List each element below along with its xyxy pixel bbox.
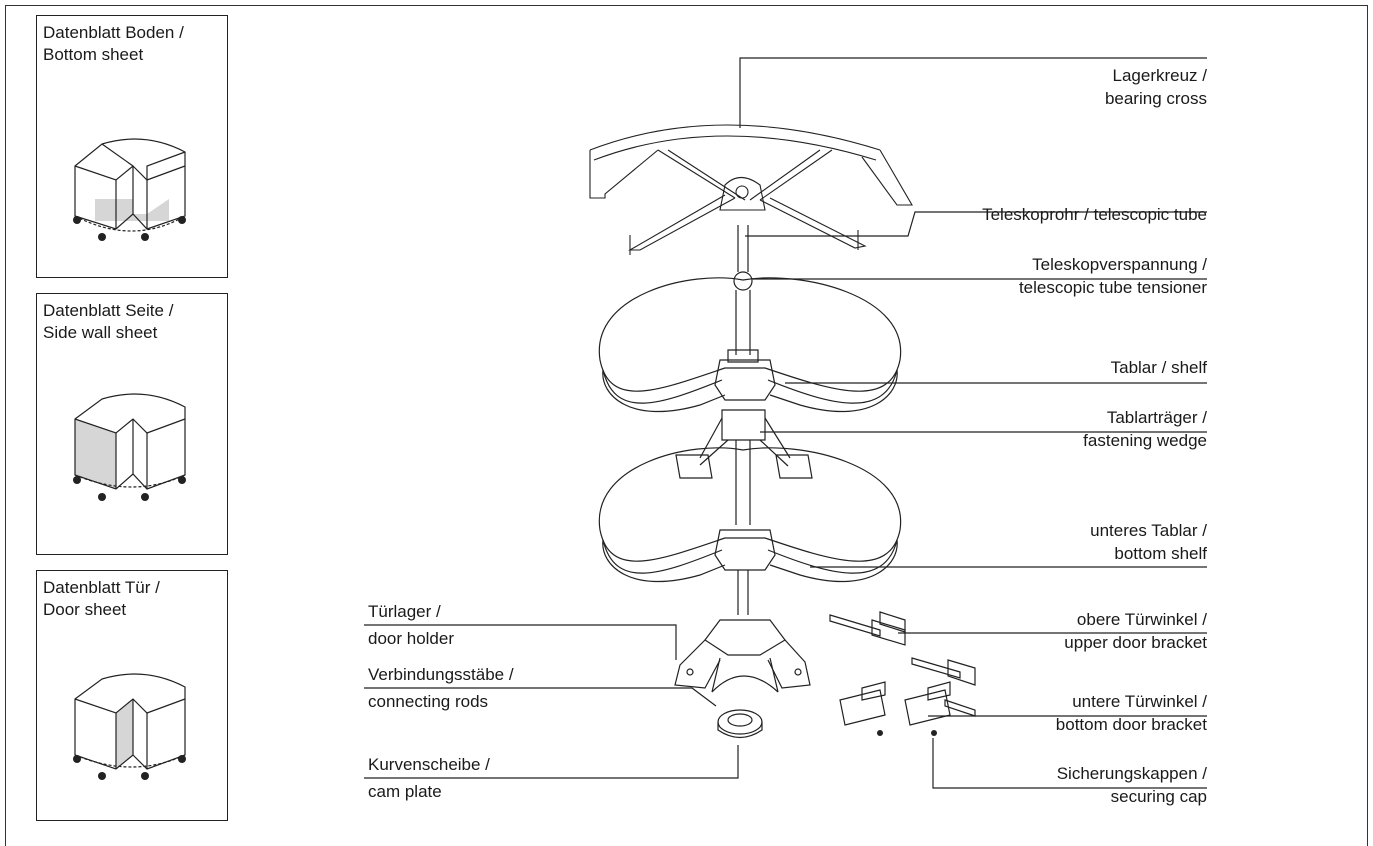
leader-line-telescopic-tube [745,211,1207,237]
label-line1: unteres Tablar / [1090,521,1207,540]
label-line2: upper door bracket [1064,633,1207,652]
label-telescopic-tube: Teleskoprohr / telescopic tube [982,203,1207,226]
label-fastening-wedge: Tablarträger / fastening wedge [1083,406,1207,452]
sheet-title: Datenblatt Seite / Side wall sheet [43,300,173,344]
label-line2: telescopic tube tensioner [1018,278,1207,297]
sheet-title-line2: Bottom sheet [43,45,144,64]
label-line2: connecting rods [368,692,489,711]
sheet-card-door[interactable]: Datenblatt Tür / Door sheet [36,570,228,821]
label-line1: Türlager / [368,602,441,621]
sheet-title-line1: Datenblatt Boden / [43,23,184,42]
sheet-card-side[interactable]: Datenblatt Seite / Side wall sheet [36,293,228,555]
sheet-title-line2: Door sheet [43,600,127,619]
label-line1: Tablar / shelf [1110,358,1207,377]
sheet-title-line1: Datenblatt Tür / [43,578,160,597]
label-line1: Teleskopverspannung / [1032,255,1207,274]
upper-door-bracket-part [829,611,976,686]
label-tensioner: Teleskopverspannung / telescopic tube te… [1019,253,1207,299]
bearing-cross-part [589,124,913,255]
label-cam-plate: Kurvenscheibe / cam plate [368,753,490,803]
label-line2: bearing cross [1104,89,1207,108]
label-line1: Teleskoprohr / telescopic tube [982,205,1207,224]
leader-line-securing-cap [932,738,1207,789]
label-line1: obere Türwinkel / [1076,610,1207,629]
label-connecting-rods: Verbindungsstäbe / connecting rods [368,663,514,713]
label-line2: door holder [368,629,455,648]
label-bottom-shelf: unteres Tablar / bottom shelf [1090,519,1207,565]
page-frame [5,5,1368,846]
label-line1: Lagerkreuz / [1112,66,1208,85]
bottom-door-bracket-part [839,681,976,726]
label-line2: cam plate [368,782,442,801]
cabinet-door-icon [73,673,186,780]
sheet-card-bottom[interactable]: Datenblatt Boden / Bottom sheet [36,15,228,278]
label-bearing-cross: Lagerkreuz / bearing cross [1105,64,1207,110]
label-securing-cap: Sicherungskappen / securing cap [1057,762,1207,808]
label-line2: fastening wedge [1083,431,1207,450]
fastening-wedge-part [675,409,813,525]
sheet-title: Datenblatt Tür / Door sheet [43,577,160,621]
leader-line-cam-plate [364,745,739,779]
label-line2: bottom shelf [1114,544,1207,563]
leader-line-bearing-cross [739,57,1207,128]
label-upper-door-bracket: obere Türwinkel / upper door bracket [1064,608,1207,654]
sheet-title: Datenblatt Boden / Bottom sheet [43,22,184,66]
label-line1: Verbindungsstäbe / [368,665,514,684]
label-line1: untere Türwinkel / [1072,692,1207,711]
cabinet-bottom-icon [73,138,186,241]
label-line1: Tablarträger / [1106,408,1207,427]
cam-plate-part [717,709,763,739]
telescopic-tube-part [737,225,749,272]
label-line1: Sicherungskappen / [1056,764,1207,783]
label-line1: Kurvenscheibe / [368,755,490,774]
label-line2: securing cap [1110,787,1207,806]
label-line2: bottom door bracket [1055,715,1207,734]
sheet-title-line2: Side wall sheet [43,323,158,342]
tube-lower [735,290,751,355]
tensioner-part [733,271,753,291]
label-bottom-door-bracket: untere Türwinkel / bottom door bracket [1056,690,1207,736]
door-holder-part [674,619,811,693]
leader-line-door-holder [364,624,677,660]
sheet-title-line1: Datenblatt Seite / [43,301,174,320]
cabinet-side-icon [73,393,186,501]
label-door-holder: Türlager / door holder [368,600,454,650]
label-shelf: Tablar / shelf [1111,356,1207,379]
leader-line-connecting-rods [364,687,717,707]
securing-cap-part [877,730,937,736]
lower-shelf-part [598,447,902,615]
upper-shelf-part [598,277,902,413]
